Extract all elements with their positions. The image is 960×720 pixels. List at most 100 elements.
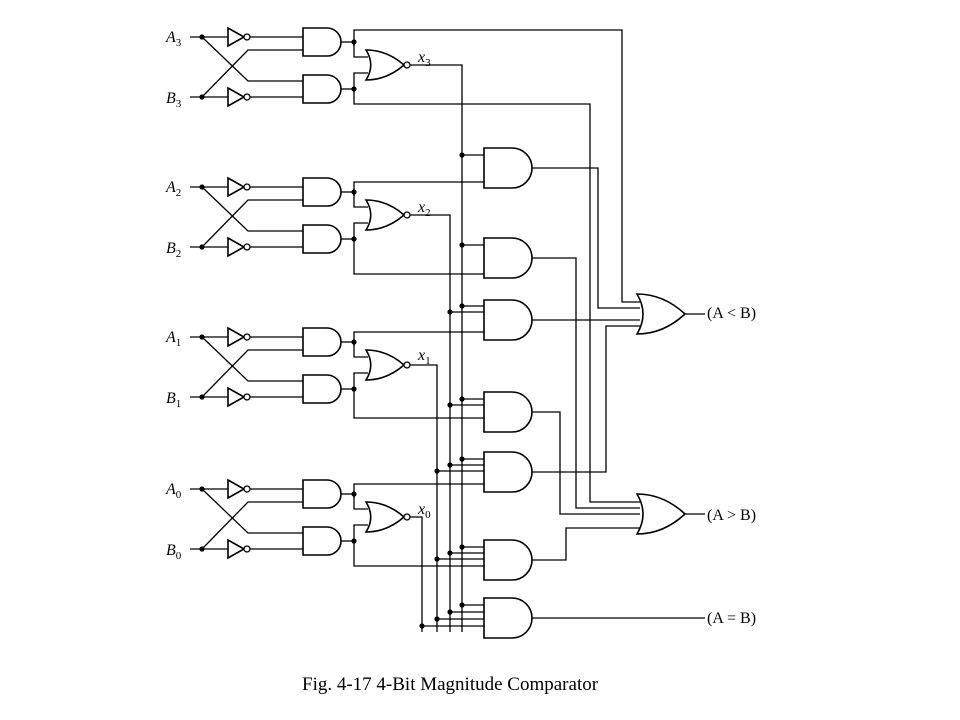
wire — [353, 181, 484, 196]
not-gate-b2-bubble — [243, 243, 251, 251]
not-gate-b0-bubble — [243, 545, 251, 553]
junction-dot — [459, 544, 465, 550]
wire — [353, 372, 368, 389]
wire — [353, 524, 368, 541]
cross-wire — [201, 349, 303, 398]
junction-dot — [351, 236, 357, 242]
cross-wire — [201, 186, 303, 232]
nor-gate-x1-bubble — [403, 361, 411, 369]
junction-dot — [459, 396, 465, 402]
junction-dot — [434, 616, 440, 622]
figure-caption: Fig. 4-17 4-Bit Magnitude Comparator — [302, 674, 599, 695]
input-label-b2: B2 — [166, 240, 181, 260]
anot-b3-feed — [353, 89, 640, 503]
input-label-a2: A2 — [165, 179, 181, 199]
junction-dot — [351, 189, 357, 195]
and-lt-1 — [483, 299, 533, 341]
junction-dot — [434, 556, 440, 562]
nor-gate-x3-bubble — [403, 61, 411, 69]
wire — [532, 325, 640, 473]
cross-wire — [201, 501, 303, 550]
wire — [353, 72, 368, 89]
nor-gate-x2 — [364, 199, 406, 231]
junction-dot — [459, 456, 465, 462]
input-label-b3: B3 — [166, 90, 182, 110]
input-label-b0: B0 — [166, 542, 182, 562]
and-gate-anot-b2 — [302, 224, 342, 254]
input-label-a1: A1 — [165, 329, 181, 349]
x1-bus — [410, 364, 438, 632]
junction-dot — [447, 550, 453, 556]
and-gt-0 — [483, 539, 533, 581]
cross-wire — [201, 36, 303, 82]
or-gate-lt — [635, 293, 687, 335]
wire — [353, 389, 484, 419]
junction-dot — [351, 86, 357, 92]
input-label-a0: A0 — [165, 481, 182, 501]
wire — [353, 192, 368, 208]
wire — [353, 42, 368, 58]
wire — [353, 222, 368, 239]
not-gate-b3 — [227, 86, 246, 108]
wire — [532, 167, 640, 309]
and-gate-a2-bnot — [302, 177, 342, 207]
nor-gate-x0 — [364, 501, 406, 533]
or-gate-gt — [635, 493, 687, 535]
input-label-b1: B1 — [166, 390, 181, 410]
wire — [532, 257, 640, 509]
junction-dot — [351, 339, 357, 345]
junction-dot — [447, 609, 453, 615]
x2-label: x2 — [417, 199, 431, 219]
x3-bus — [410, 64, 463, 632]
junction-dot — [434, 468, 440, 474]
not-gate-a1-bubble — [243, 333, 251, 341]
cross-wire — [201, 336, 303, 382]
not-gate-a3 — [227, 26, 246, 48]
and-eq — [483, 597, 533, 639]
junction-dot — [459, 602, 465, 608]
wires — [190, 29, 705, 632]
junction-dot — [351, 386, 357, 392]
output-eq-label: (A = B) — [707, 610, 756, 627]
junction-dot — [447, 309, 453, 315]
junction-dots — [199, 34, 465, 629]
junction-dot — [459, 242, 465, 248]
input-label-a3: A3 — [165, 29, 182, 49]
junction-dot — [199, 334, 205, 340]
and-gate-a0-bnot — [302, 479, 342, 509]
junction-dot — [199, 34, 205, 40]
output-lt-label: (A < B) — [707, 305, 756, 322]
junction-dot — [447, 462, 453, 468]
not-gate-b0 — [227, 538, 246, 560]
not-gate-a3-bubble — [243, 33, 251, 41]
wire — [353, 239, 484, 275]
x2-bus — [410, 214, 451, 632]
and-lt-0 — [483, 451, 533, 493]
nor-gate-x3 — [364, 49, 406, 81]
wire — [353, 541, 484, 567]
wire — [532, 411, 640, 515]
junction-dot — [351, 39, 357, 45]
junction-dot — [351, 538, 357, 544]
and-gate-anot-b0 — [302, 526, 342, 556]
output-gt-label: (A > B) — [707, 507, 756, 524]
junction-dot — [459, 303, 465, 309]
cross-wire — [201, 488, 303, 534]
x1-label: x1 — [417, 347, 431, 367]
junction-dot — [199, 184, 205, 190]
junction-dot — [199, 394, 205, 400]
cross-wire — [201, 199, 303, 248]
and-gate-a1-bnot — [302, 327, 342, 357]
not-gate-a0-bubble — [243, 485, 251, 493]
junction-dot — [199, 486, 205, 492]
wire — [353, 331, 484, 346]
and-gt-1 — [483, 391, 533, 433]
and-lt-2 — [483, 147, 533, 189]
junction-dot — [419, 623, 425, 629]
and-gate-anot-b1 — [302, 374, 342, 404]
and-gate-anot-b3 — [302, 74, 342, 104]
junction-dot — [199, 244, 205, 250]
not-gate-b3-bubble — [243, 93, 251, 101]
not-gate-a2-bubble — [243, 183, 251, 191]
